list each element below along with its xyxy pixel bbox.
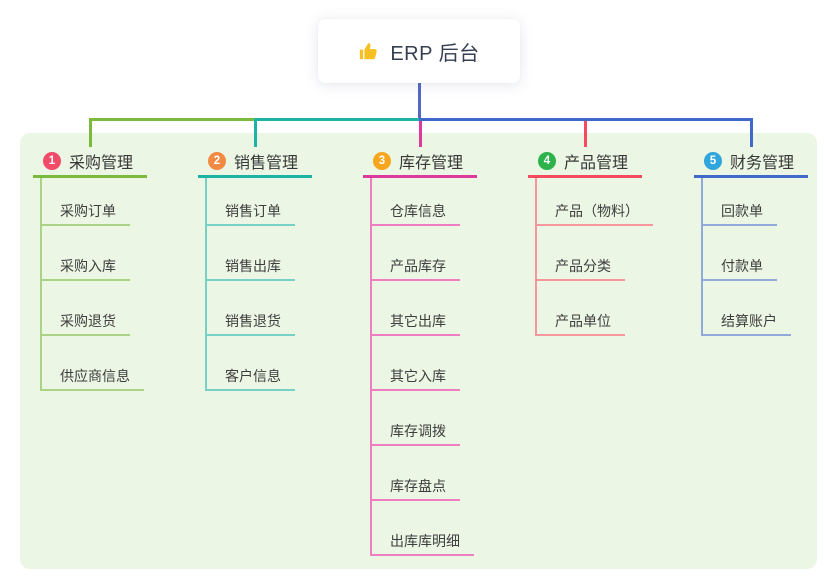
branch-number-badge: 3	[373, 152, 391, 170]
child-node-label: 结算账户	[721, 313, 777, 329]
root-node[interactable]: ERP 后台	[318, 19, 520, 83]
branch: 2 销售管理 销售订单销售出库销售退货客户信息	[198, 147, 312, 391]
child-node-label: 采购入库	[60, 258, 116, 274]
branch-number-badge: 4	[538, 152, 556, 170]
branch-connector-horizontal	[419, 118, 753, 121]
child-node[interactable]: 付款单	[703, 226, 777, 281]
branch-title-label: 产品管理	[564, 155, 629, 172]
branch: 3 库存管理 仓库信息产品库存其它出库其它入库库存调拨库存盘点出库库明细	[363, 147, 477, 556]
branch-node[interactable]: 3 库存管理	[363, 147, 477, 178]
branch-number-badge: 5	[704, 152, 722, 170]
child-node[interactable]: 回款单	[703, 178, 777, 226]
child-node-label: 付款单	[721, 258, 763, 274]
branch-connector-drop	[254, 118, 257, 147]
child-node-label: 其它入库	[390, 368, 446, 384]
branch-connector-drop	[89, 118, 92, 147]
branch: 1 采购管理 采购订单采购入库采购退货供应商信息	[33, 147, 147, 391]
branch-connector-horizontal	[254, 118, 422, 121]
branch-number-badge: 2	[208, 152, 226, 170]
child-node-label: 出库库明细	[390, 533, 460, 549]
branch-children: 采购订单采购入库采购退货供应商信息	[40, 178, 144, 391]
branch-node[interactable]: 2 销售管理	[198, 147, 312, 178]
branch-children: 回款单付款单结算账户	[701, 178, 791, 336]
child-node[interactable]: 产品单位	[537, 281, 625, 336]
branch-title-label: 财务管理	[730, 155, 795, 172]
child-node-label: 仓库信息	[390, 203, 446, 219]
child-node-label: 销售订单	[225, 203, 281, 219]
child-node-label: 库存调拨	[390, 423, 446, 439]
branch-connector-drop	[750, 118, 753, 147]
branch-node[interactable]: 1 采购管理	[33, 147, 147, 178]
child-node-label: 供应商信息	[60, 368, 130, 384]
child-node[interactable]: 出库库明细	[372, 501, 474, 556]
child-node[interactable]: 库存盘点	[372, 446, 460, 501]
child-node[interactable]: 销售出库	[207, 226, 295, 281]
branch-children: 仓库信息产品库存其它出库其它入库库存调拨库存盘点出库库明细	[370, 178, 474, 556]
branch-title-label: 销售管理	[234, 155, 299, 172]
child-node[interactable]: 仓库信息	[372, 178, 460, 226]
child-node[interactable]: 供应商信息	[42, 336, 144, 391]
branch-children: 产品（物料） 产品分类产品单位	[535, 178, 653, 336]
child-node-label: 采购退货	[60, 313, 116, 329]
child-node-label: 产品库存	[390, 258, 446, 274]
branch-number-badge: 1	[43, 152, 61, 170]
branch: 4 产品管理 产品（物料） 产品分类产品单位	[528, 147, 653, 336]
child-node-label: 库存盘点	[390, 478, 446, 494]
child-node-label: 采购订单	[60, 203, 116, 219]
thumbs-up-icon	[358, 40, 380, 62]
branch-title-label: 采购管理	[69, 155, 134, 172]
root-connector-line	[418, 83, 421, 119]
child-node[interactable]: 客户信息	[207, 336, 295, 391]
branch-title-label: 库存管理	[399, 155, 464, 172]
child-node-label: 回款单	[721, 203, 763, 219]
child-node[interactable]: 产品分类	[537, 226, 625, 281]
child-node-label: 销售退货	[225, 313, 281, 329]
branch-connector-drop	[584, 118, 587, 147]
child-node[interactable]: 其它入库	[372, 336, 460, 391]
branches-panel	[20, 133, 817, 569]
child-node[interactable]: 销售订单	[207, 178, 295, 226]
child-node[interactable]: 采购订单	[42, 178, 130, 226]
child-node[interactable]: 其它出库	[372, 281, 460, 336]
child-node-label: 客户信息	[225, 368, 281, 384]
child-node[interactable]: 产品（物料）	[537, 178, 653, 226]
child-node[interactable]: 结算账户	[703, 281, 791, 336]
child-node[interactable]: 销售退货	[207, 281, 295, 336]
root-title: ERP 后台	[390, 42, 480, 65]
child-node[interactable]: 产品库存	[372, 226, 460, 281]
branch-node[interactable]: 4 产品管理	[528, 147, 642, 178]
child-node-label: 销售出库	[225, 258, 281, 274]
branch-children: 销售订单销售出库销售退货客户信息	[205, 178, 295, 391]
child-node-label: 产品分类	[555, 258, 611, 274]
child-node[interactable]: 采购入库	[42, 226, 130, 281]
branch: 5 财务管理 回款单付款单结算账户	[694, 147, 808, 336]
child-node-label: 其它出库	[390, 313, 446, 329]
branch-connector-drop	[419, 118, 422, 147]
child-node[interactable]: 库存调拨	[372, 391, 460, 446]
child-node-label: 产品单位	[555, 313, 611, 329]
child-node[interactable]: 采购退货	[42, 281, 130, 336]
child-node-label: 产品（物料）	[555, 203, 639, 219]
branch-node[interactable]: 5 财务管理	[694, 147, 808, 178]
